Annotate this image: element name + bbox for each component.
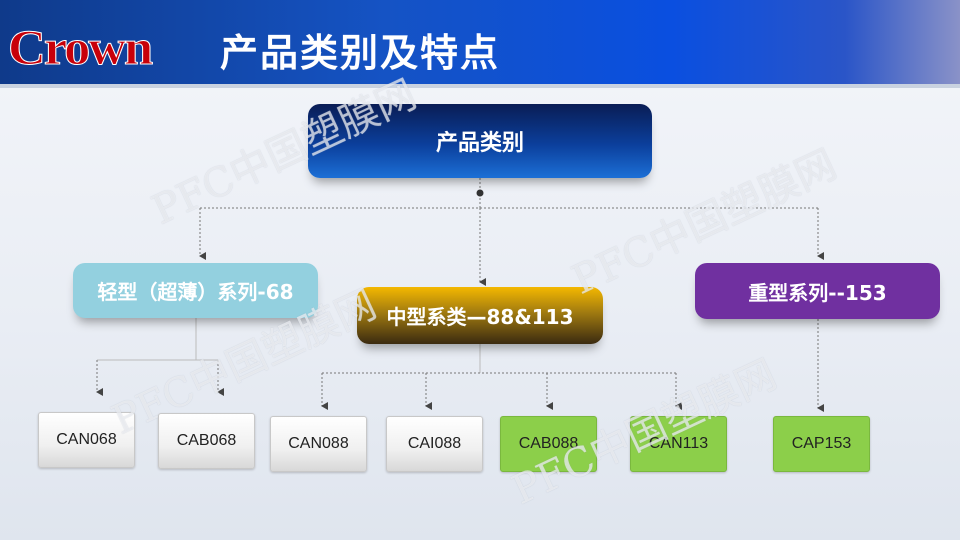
product-cai088: CAI088 — [386, 416, 483, 472]
slide-title: 产品类别及特点 — [220, 31, 501, 75]
product-cab088: CAB088 — [500, 416, 597, 472]
product-cab068: CAB068 — [158, 413, 255, 469]
header-banner: Crown 产品类别及特点 — [0, 0, 960, 88]
product-can088: CAN088 — [270, 416, 367, 472]
category-light: 轻型（超薄）系列-68 — [73, 263, 318, 318]
category-medium: 中型系类—88&113 — [357, 287, 603, 344]
category-heavy: 重型系列--153 — [695, 263, 940, 319]
root-node: 产品类别 — [308, 104, 652, 178]
product-can068: CAN068 — [38, 412, 135, 468]
product-cap153: CAP153 — [773, 416, 870, 472]
product-can113: CAN113 — [630, 416, 727, 472]
crown-logo: Crown — [7, 19, 153, 76]
